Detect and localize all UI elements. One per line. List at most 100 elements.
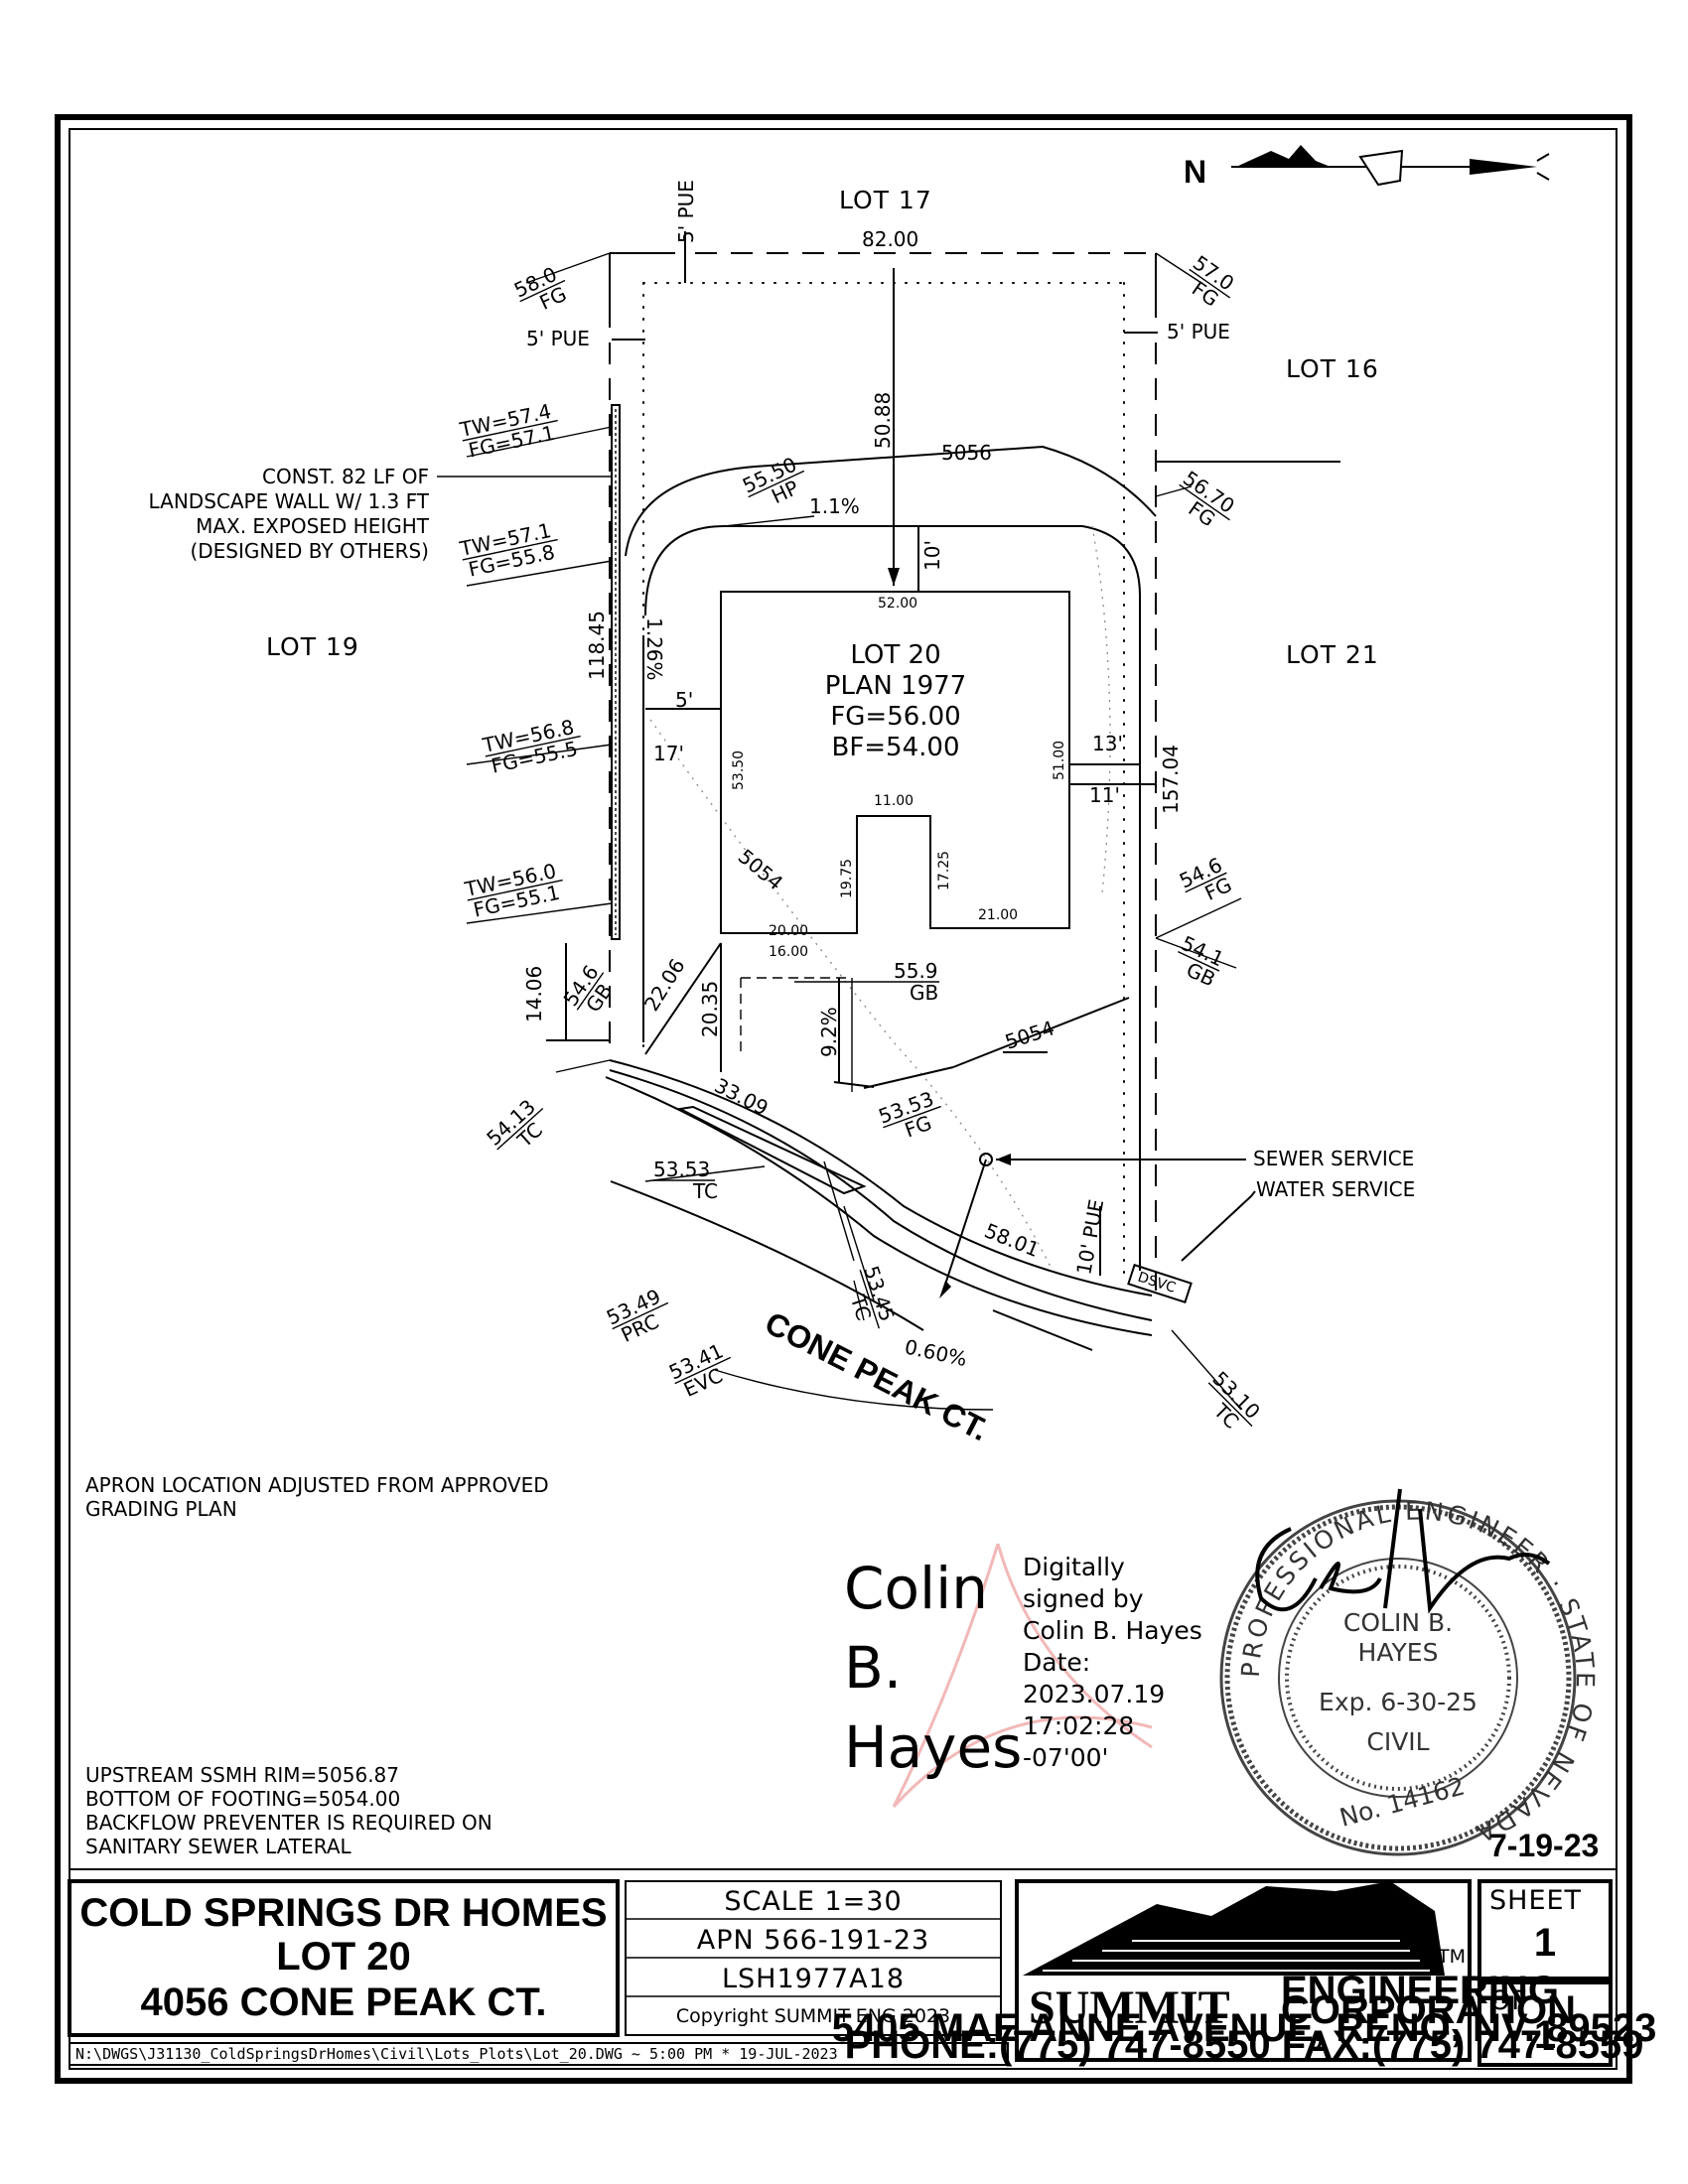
dim-5088: 50.88	[871, 392, 895, 449]
dim-2206: 22.06	[639, 954, 690, 1015]
svg-text:Digitally: Digitally	[1023, 1553, 1125, 1581]
slope-1-1: 1.1%	[809, 494, 860, 518]
tc-5353: 53.53 TC	[653, 1158, 718, 1203]
curb-and-street	[605, 1059, 1193, 1411]
svg-text:LANDSCAPE WALL W/ 1.3 FT: LANDSCAPE WALL W/ 1.3 FT	[149, 489, 430, 513]
wall-grade-3: TW=56.8 FG=55.5	[480, 715, 581, 778]
lot-20-label: LOT 20	[850, 640, 940, 670]
svg-text:GRADING PLAN: GRADING PLAN	[85, 1497, 237, 1521]
slope-1-26: 1.26%	[642, 617, 666, 681]
svg-text:B.: B.	[844, 1634, 902, 1702]
svg-text:Exp. 6-30-25: Exp. 6-30-25	[1319, 1688, 1477, 1716]
drawing-code: LSH1977A18	[722, 1964, 905, 1994]
pue-left-label: 5' PUE	[526, 327, 590, 350]
summit-mountain-logo	[1023, 1881, 1445, 1976]
svg-text:COLIN B.: COLIN B.	[1343, 1608, 1453, 1637]
dim-5100: 51.00	[1052, 741, 1067, 780]
dim-3309: 33.09	[711, 1073, 773, 1120]
dim-1725: 17.25	[936, 851, 952, 890]
copyright: Copyright SUMMIT ENG 2023	[676, 2005, 950, 2027]
evc-grade: 53.41 EVC	[665, 1339, 732, 1402]
contour-5054-b: 5054	[1002, 1016, 1057, 1054]
company-sub-1: ENGINEERING	[1281, 1969, 1559, 2012]
svg-text:Colin B. Hayes: Colin B. Hayes	[1023, 1616, 1202, 1645]
dim-13: 13'	[1092, 732, 1123, 755]
slope-0-60: 0.60%	[903, 1334, 969, 1371]
tc-5310: 53.10 TC	[1207, 1367, 1264, 1433]
digital-signature: Colin B. Hayes Digitally signed by Colin…	[844, 1543, 1202, 1809]
lot-17-label: LOT 17	[839, 186, 932, 214]
property-boundary	[609, 252, 1340, 1291]
water-service-label: WATER SERVICE	[1256, 1177, 1415, 1201]
utility-services	[939, 1153, 1256, 1298]
dim-10: 10'	[920, 540, 944, 571]
svg-text:Date:: Date:	[1023, 1648, 1090, 1677]
slope-9-2: 9.2%	[817, 1007, 841, 1057]
svg-text:HAYES: HAYES	[1358, 1638, 1439, 1667]
dimension-lines	[546, 231, 1158, 1276]
dim-5350: 53.50	[731, 751, 747, 790]
pue-10-label: 10' PUE	[1071, 1197, 1108, 1277]
dim-2035: 20.35	[698, 981, 722, 1037]
svg-text:17:02:28: 17:02:28	[1023, 1711, 1134, 1740]
dim-2000: 20.00	[769, 923, 808, 939]
plan-label: PLAN 1977	[825, 671, 966, 701]
finished-grade-label: FG=56.00	[830, 702, 960, 732]
contour-5056: 5056	[941, 441, 992, 465]
dim-11845: 118.45	[585, 611, 609, 680]
sheet-label: SHEET	[1489, 1885, 1582, 1916]
landscape-wall	[611, 404, 621, 940]
svg-text:APRON LOCATION ADJUSTED FROM A: APRON LOCATION ADJUSTED FROM APPROVED	[85, 1473, 549, 1497]
scale-label: SCALE 1=30	[724, 1886, 902, 1917]
svg-text:No. 14162: No. 14162	[1336, 1771, 1468, 1832]
wall-note: CONST. 82 LF OF LANDSCAPE WALL W/ 1.3 FT…	[149, 465, 430, 563]
dim-5: 5'	[675, 688, 693, 712]
pue-top-label: 5' PUE	[674, 180, 698, 243]
apn-label: APN 566-191-23	[697, 1925, 929, 1956]
sewer-service-label: SEWER SERVICE	[1253, 1147, 1414, 1170]
dim-17: 17'	[653, 742, 684, 765]
dim-1406: 14.06	[522, 966, 546, 1023]
svg-text:GB: GB	[910, 981, 938, 1005]
svg-text:53.53: 53.53	[653, 1158, 710, 1181]
dim-15704: 157.04	[1159, 745, 1183, 814]
lot-16-label: LOT 16	[1286, 354, 1379, 383]
company-sub-2: CORPORATION	[1281, 1988, 1576, 2032]
svg-text:UPSTREAM SSMH RIM=5056.87: UPSTREAM SSMH RIM=5056.87	[85, 1763, 399, 1787]
north-arrow: N	[1184, 145, 1550, 190]
svg-text:55.9: 55.9	[894, 959, 938, 983]
file-path: N:\DWGS\J31130_ColdSpringsDrHomes\Civil\…	[75, 2045, 838, 2063]
pue-right-label: 5' PUE	[1167, 320, 1230, 343]
svg-text:BOTTOM OF FOOTING=5054.00: BOTTOM OF FOOTING=5054.00	[85, 1787, 400, 1811]
fg-5353: 53.53 FG	[876, 1087, 941, 1143]
fg-5670: 56.70 FG	[1179, 466, 1239, 531]
tc-5345: 53.45 TC	[845, 1263, 900, 1329]
company-phone: PHONE:(775) 747-8550 FAX:(775) 747-8559	[845, 2023, 1644, 2067]
sheet-number: 1	[1534, 1921, 1556, 1965]
svg-text:(DESIGNED BY OTHERS): (DESIGNED BY OTHERS)	[190, 539, 429, 563]
svg-text:signed by: signed by	[1023, 1584, 1144, 1613]
svg-text:TM: TM	[1437, 1946, 1466, 1968]
dim-52: 52.00	[878, 596, 917, 612]
dim-1600: 16.00	[769, 944, 808, 960]
svg-text:CIVIL: CIVIL	[1366, 1727, 1429, 1756]
fg-546: 54.6 FG	[1176, 853, 1235, 905]
bottom-notes: UPSTREAM SSMH RIM=5056.87 BOTTOM OF FOOT…	[85, 1763, 492, 1858]
dim-5801: 58.01	[981, 1218, 1043, 1262]
wall-grade-4: TW=56.0 FG=55.1	[462, 859, 563, 922]
sheet-outer-border	[55, 114, 1632, 2084]
svg-text:-07'00': -07'00'	[1023, 1743, 1108, 1772]
handwritten-signature	[1255, 1488, 1551, 1614]
tc-5413: 54.13 TC	[482, 1095, 547, 1153]
title-block: COLD SPRINGS DR HOMES LOT 20 4056 CONE P…	[68, 1868, 1656, 2067]
prc-grade: 53.49 PRC	[603, 1285, 669, 1347]
svg-text:2023.07.19: 2023.07.19	[1023, 1680, 1165, 1708]
contour-5054-a: 5054	[734, 844, 787, 894]
project-address: 4056 CONE PEAK CT.	[140, 1980, 546, 2024]
engineer-seal: PROFESSIONAL ENGINEER · STATE OF NEVADA …	[1219, 1488, 1599, 1863]
dim-1975: 19.75	[839, 859, 855, 898]
north-label: N	[1184, 154, 1206, 190]
company-name: SUMMIT	[1029, 1981, 1230, 2034]
fg-57: 57.0 FG	[1188, 250, 1238, 311]
